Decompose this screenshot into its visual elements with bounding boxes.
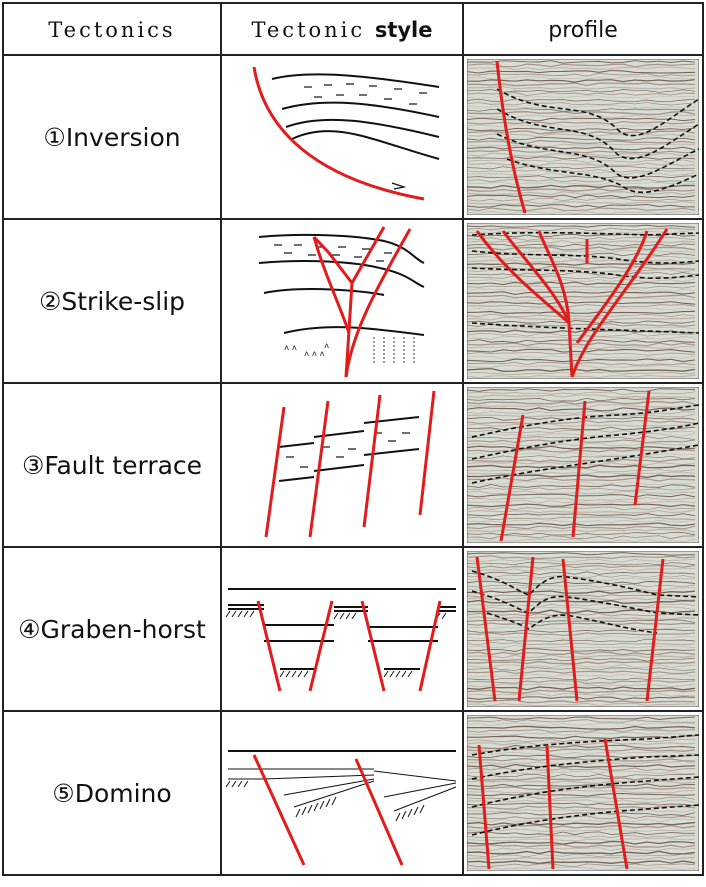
seismic-profile-inversion bbox=[462, 54, 704, 220]
style-diagram-graben-horst bbox=[220, 546, 464, 712]
profile-image bbox=[467, 223, 699, 379]
graben-horst-diagram bbox=[225, 588, 456, 692]
profile-image bbox=[467, 715, 699, 871]
inversion-diagram bbox=[252, 66, 440, 201]
seismic-profile-strike-slip bbox=[462, 218, 704, 384]
header-tectonic-style: Tectonic style bbox=[220, 2, 464, 56]
seismic-profile-fault-terrace bbox=[462, 382, 704, 548]
row-fault-terrace: ③Fault terrace bbox=[2, 382, 704, 548]
row-strike-slip: ②Strike-slip ˄ ˄ ˄ ˄ ˄˄ bbox=[2, 218, 704, 384]
header-tectonics: Tectonics bbox=[2, 2, 222, 56]
row-label: ⑤Domino bbox=[52, 778, 172, 808]
row-graben-horst: ④Graben-horst bbox=[2, 546, 704, 712]
style-diagram-fault-terrace bbox=[220, 382, 464, 548]
row-label: ①Inversion bbox=[43, 122, 181, 152]
label-cell: ④Graben-horst bbox=[2, 546, 222, 712]
fault-terrace-diagram bbox=[264, 390, 436, 538]
label-cell: ②Strike-slip bbox=[2, 218, 222, 384]
row-label: ④Graben-horst bbox=[18, 614, 206, 644]
profile-image bbox=[467, 59, 699, 215]
svg-text:˄ ˄ ˄: ˄ ˄ ˄ bbox=[304, 349, 325, 359]
header-profile: profile bbox=[462, 2, 704, 56]
row-label: ③Fault terrace bbox=[21, 450, 203, 480]
label-cell: ①Inversion bbox=[2, 54, 222, 220]
row-label: ②Strike-slip bbox=[38, 286, 186, 316]
strike-slip-diagram: ˄ ˄ ˄ ˄ ˄˄ bbox=[258, 226, 425, 378]
style-diagram-strike-slip: ˄ ˄ ˄ ˄ ˄˄ bbox=[220, 218, 464, 384]
profile-image bbox=[467, 387, 699, 543]
header-row: Tectonics Tectonic style profile bbox=[2, 2, 704, 56]
profile-image bbox=[467, 551, 699, 707]
tectonics-table: Tectonics Tectonic style profile ①Invers… bbox=[2, 2, 704, 876]
seismic-profile-domino bbox=[462, 710, 704, 876]
row-inversion: ①Inversion bbox=[2, 54, 704, 220]
row-domino: ⑤Domino bbox=[2, 710, 704, 876]
domino-diagram bbox=[225, 750, 457, 866]
svg-text:˄: ˄ bbox=[324, 341, 329, 351]
style-diagram-domino bbox=[220, 710, 464, 876]
seismic-profile-graben-horst bbox=[462, 546, 704, 712]
svg-text:˄ ˄: ˄ ˄ bbox=[284, 343, 297, 353]
style-diagram-inversion bbox=[220, 54, 464, 220]
label-cell: ③Fault terrace bbox=[2, 382, 222, 548]
label-cell: ⑤Domino bbox=[2, 710, 222, 876]
